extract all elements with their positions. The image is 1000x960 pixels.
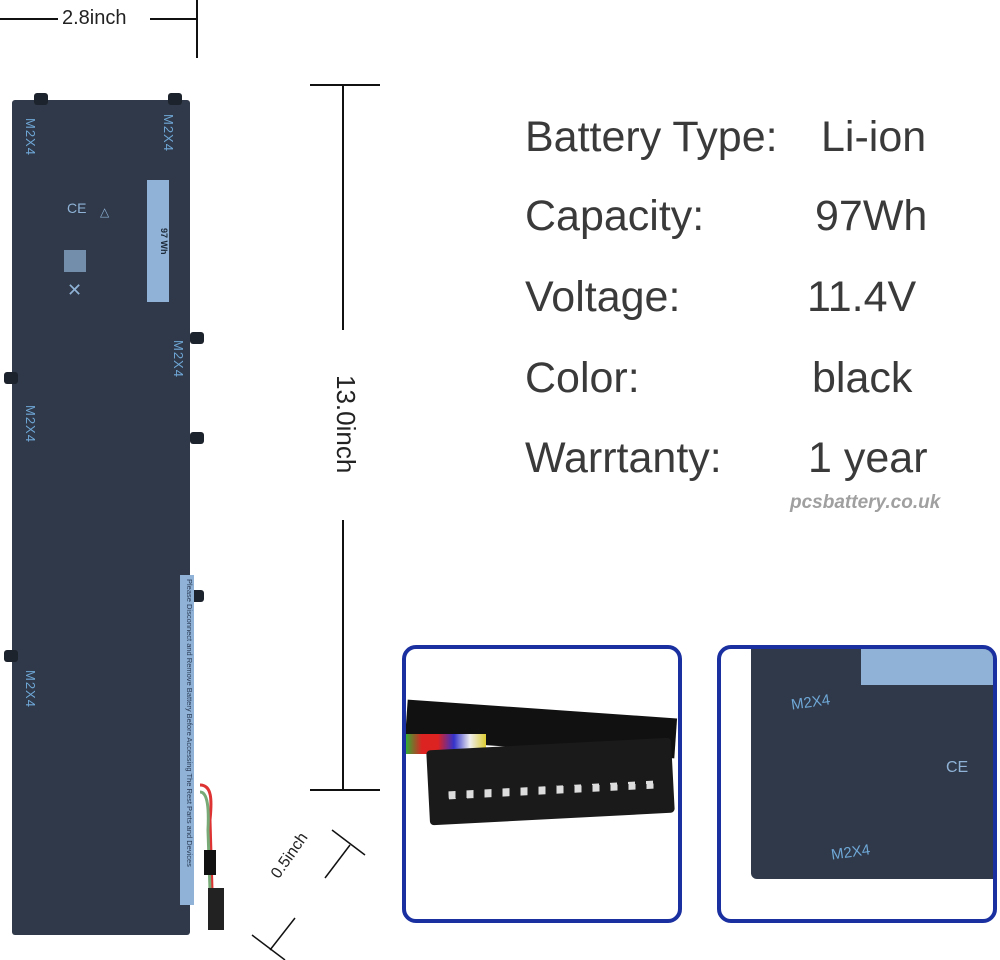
screw-label: M2X4 (23, 405, 38, 443)
width-dim-label: 2.8inch (62, 7, 127, 29)
weee-bin-icon: ✕ (67, 280, 83, 300)
spec-row: Capacity: 97Wh (525, 192, 927, 240)
mount-tab (4, 650, 18, 662)
spec-label: Color: (525, 354, 640, 402)
watermark: pcsbattery.co.uk (790, 492, 941, 513)
height-dim-line-bottom (342, 520, 344, 790)
height-dim-tick-bottom (310, 789, 380, 791)
height-dim-label: 13.0inch (331, 375, 361, 474)
mount-tab (168, 93, 182, 105)
thickness-dim-lines (251, 829, 366, 960)
spec-value: Li-ion (821, 113, 927, 161)
mount-tab (190, 432, 204, 444)
width-dim-line-left (0, 18, 58, 20)
label-closeup: M2X4 M2X4 CE (717, 645, 997, 923)
screw-label: M2X4 (790, 691, 832, 714)
battery-body: M2X4 M2X4 M2X4 M2X4 M2X4 97 Wh CE ✕ △ Pl… (4, 93, 204, 935)
connector-plug (426, 737, 675, 826)
mount-tab (190, 332, 204, 344)
spec-row: Color: black (525, 354, 912, 402)
battery-corner: M2X4 M2X4 CE (751, 649, 993, 879)
capacity-label (861, 649, 993, 685)
spec-value: 1 year (808, 434, 928, 482)
mount-tab (34, 93, 48, 105)
width-dim-tick (196, 0, 198, 58)
spec-value: 11.4V (807, 273, 917, 321)
spec-value: black (812, 354, 913, 402)
ce-mark-icon: CE (946, 759, 969, 776)
ce-mark-icon: CE (67, 200, 87, 216)
capacity-label: 97 Wh (147, 180, 169, 302)
spec-row: Warrtanty: 1 year (525, 434, 928, 482)
spec-row: Voltage: 11.4V (525, 273, 916, 321)
mount-tab (4, 372, 18, 384)
screw-label: M2X4 (171, 340, 186, 378)
battery-cable (200, 783, 224, 930)
spec-row: Battery Type: Li-ion (525, 113, 926, 161)
recycle-icon (64, 250, 86, 272)
connector-pins (448, 780, 659, 800)
spec-label: Capacity: (525, 192, 705, 240)
connector-closeup (402, 645, 682, 923)
screw-label: M2X4 (23, 118, 38, 156)
screw-label: M2X4 (161, 114, 176, 152)
spec-label: Voltage: (525, 273, 681, 321)
warning-strip: Please Disconnect and Remove Battery Bef… (180, 575, 194, 905)
screw-label: M2X4 (830, 841, 872, 864)
warning-icon: △ (100, 205, 110, 219)
screw-label: M2X4 (23, 670, 38, 708)
height-dim-line-top (342, 85, 344, 330)
height-dim-tick-top (310, 84, 380, 86)
spec-value: 97Wh (815, 192, 928, 240)
width-dim-line-right (150, 18, 197, 20)
spec-label: Battery Type: (525, 113, 778, 161)
spec-label: Warrtanty: (525, 434, 722, 482)
